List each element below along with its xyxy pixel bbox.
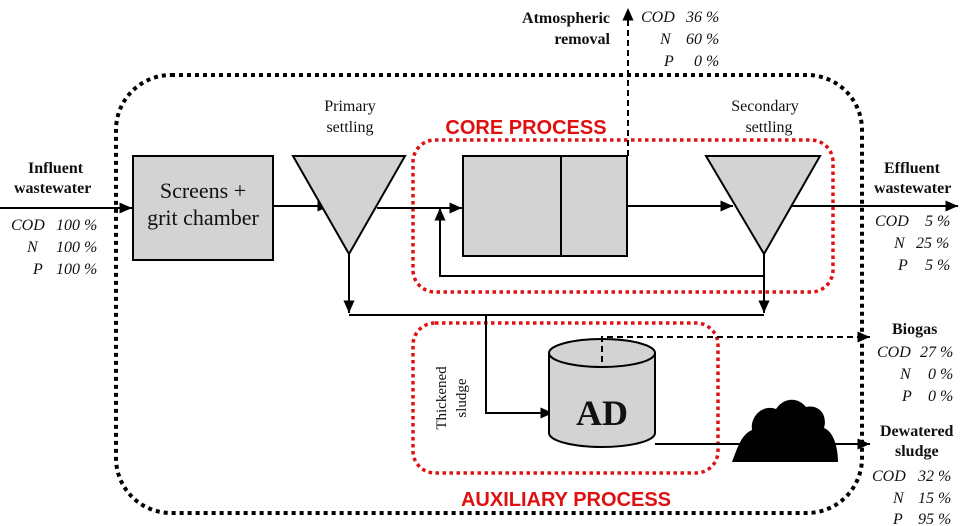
svg-text:36 %: 36 % xyxy=(685,9,719,26)
svg-text:5 %: 5 % xyxy=(925,213,950,230)
svg-text:Dewatered: Dewatered xyxy=(880,423,954,440)
svg-text:0 %: 0 % xyxy=(928,366,953,383)
biogas-table: COD 27 % N 0 % P 0 % xyxy=(877,344,953,405)
secondary-settling-label: Secondary settling xyxy=(731,98,799,136)
biogas-label: Biogas xyxy=(892,321,937,338)
svg-text:100 %: 100 % xyxy=(56,217,97,234)
svg-text:sludge: sludge xyxy=(895,443,939,460)
svg-text:COD: COD xyxy=(872,468,906,485)
svg-text:N: N xyxy=(26,239,39,256)
svg-text:0 %: 0 % xyxy=(694,53,719,70)
svg-text:Effluent: Effluent xyxy=(884,160,941,177)
thickened-sludge-label: Thickened sludge xyxy=(434,366,470,430)
svg-text:sludge: sludge xyxy=(454,378,470,418)
effluent-table: COD 5 % N 25 % P 5 % xyxy=(875,213,950,274)
svg-text:grit chamber: grit chamber xyxy=(147,205,259,230)
svg-text:Secondary: Secondary xyxy=(731,98,799,115)
svg-text:25 %: 25 % xyxy=(916,235,949,252)
atmospheric-removal-label: Atmospheric removal xyxy=(522,10,611,48)
auxiliary-process-boundary xyxy=(411,321,720,475)
svg-text:15 %: 15 % xyxy=(918,490,951,507)
reactor-tank xyxy=(462,155,628,257)
recirculation-line xyxy=(434,208,765,277)
svg-text:removal: removal xyxy=(554,31,610,48)
influent-table: COD 100 % N 100 % P 100 % xyxy=(11,217,97,278)
svg-text:settling: settling xyxy=(326,119,373,136)
svg-text:COD: COD xyxy=(875,213,909,230)
influent-label: Influent wastewater xyxy=(14,160,91,197)
digester-label: AD xyxy=(576,393,628,433)
svg-text:Atmospheric: Atmospheric xyxy=(522,10,610,27)
core-process-label: CORE PROCESS xyxy=(445,117,606,139)
svg-text:100 %: 100 % xyxy=(56,261,97,278)
anaerobic-digester: AD xyxy=(548,338,656,448)
effluent-label: Effluent wastewater xyxy=(874,160,951,197)
svg-text:P: P xyxy=(663,53,674,70)
svg-text:COD: COD xyxy=(11,217,45,234)
screens-grit-chamber-box xyxy=(132,155,274,261)
svg-text:Thickened: Thickened xyxy=(434,366,450,430)
svg-text:settling: settling xyxy=(745,119,792,136)
svg-text:P: P xyxy=(892,511,903,526)
svg-text:N: N xyxy=(893,235,906,252)
atmospheric-table: COD 36 % N 60 % P 0 % xyxy=(641,9,719,70)
sludge-cake-icon xyxy=(732,399,838,462)
thickened-sludge-line xyxy=(485,315,553,419)
svg-text:5 %: 5 % xyxy=(925,257,950,274)
svg-text:N: N xyxy=(659,31,672,48)
svg-text:P: P xyxy=(897,257,908,274)
svg-text:COD: COD xyxy=(641,9,675,26)
svg-text:60 %: 60 % xyxy=(686,31,719,48)
svg-text:Screens +: Screens + xyxy=(160,178,246,203)
svg-text:100 %: 100 % xyxy=(56,239,97,256)
svg-text:95 %: 95 % xyxy=(918,511,951,526)
dewatered-sludge-label: Dewatered sludge xyxy=(880,423,954,460)
core-process-boundary xyxy=(411,138,835,294)
biogas-arrow xyxy=(601,331,870,362)
auxiliary-process-label: AUXILIARY PROCESS xyxy=(461,489,671,511)
svg-text:P: P xyxy=(901,388,912,405)
svg-text:wastewater: wastewater xyxy=(14,180,91,197)
svg-text:COD: COD xyxy=(877,344,911,361)
svg-text:0 %: 0 % xyxy=(928,388,953,405)
screens-grit-label: Screens + grit chamber xyxy=(147,178,259,230)
svg-text:N: N xyxy=(899,366,912,383)
svg-text:32 %: 32 % xyxy=(917,468,951,485)
svg-text:Primary: Primary xyxy=(324,98,376,115)
svg-text:N: N xyxy=(892,490,905,507)
primary-settling-tank xyxy=(291,155,407,257)
svg-text:P: P xyxy=(32,261,43,278)
dewatered-table: COD 32 % N 15 % P 95 % xyxy=(872,468,951,526)
svg-text:Influent: Influent xyxy=(28,160,84,177)
svg-text:27 %: 27 % xyxy=(920,344,953,361)
svg-text:wastewater: wastewater xyxy=(874,180,951,197)
primary-settling-label: Primary settling xyxy=(324,98,376,136)
